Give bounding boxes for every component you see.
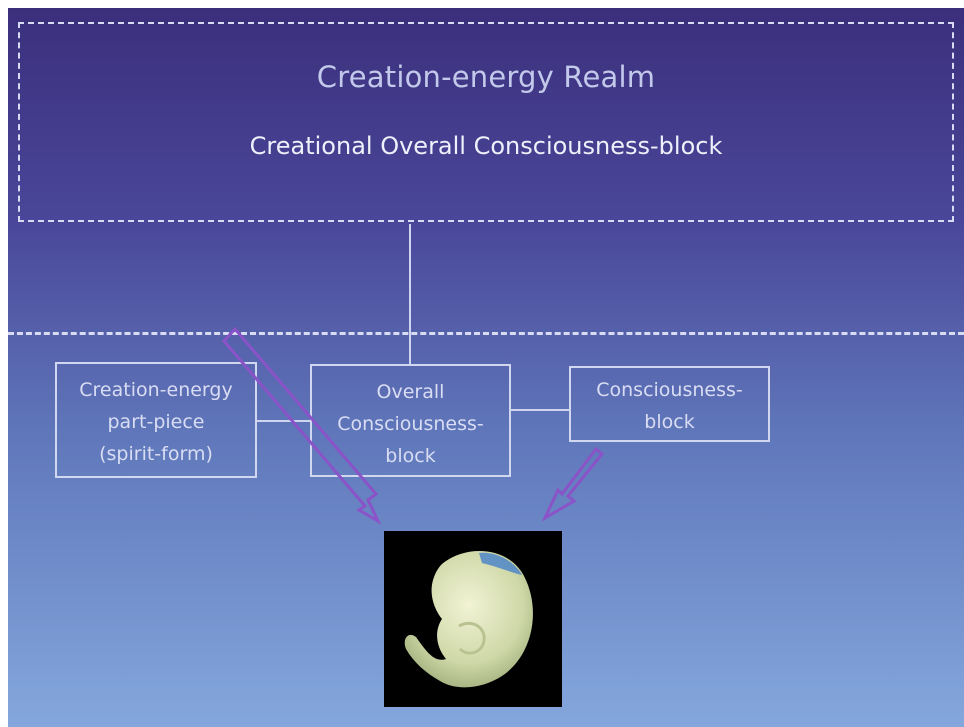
embryo-image <box>384 531 562 707</box>
box-right-line-1: Consciousness- <box>571 374 768 406</box>
box-left-line-3: (spirit-form) <box>57 438 255 470</box>
connector-mid-right <box>511 409 569 411</box>
realm-subtitle: Creational Overall Consciousness-block <box>8 132 964 160</box>
box-left-line-1: Creation-energy <box>57 374 255 406</box>
connector-left-mid <box>257 420 310 422</box>
box-mid-line-3: block <box>312 440 509 472</box>
creation-energy-realm-boundary <box>18 22 954 222</box>
realm-title: Creation-energy Realm <box>8 60 964 94</box>
box-left-line-2: part-piece <box>57 406 255 438</box>
diagram-slide: Creation-energy Realm Creational Overall… <box>8 8 964 727</box>
connector-vertical <box>409 224 411 366</box>
box-right-line-2: block <box>571 406 768 438</box>
consciousness-block-box: Consciousness- block <box>569 366 770 442</box>
box-mid-line-1: Overall <box>312 376 509 408</box>
creation-energy-part-piece-box: Creation-energy part-piece (spirit-form) <box>55 362 257 478</box>
arrow-right-to-embryo <box>545 449 602 518</box>
embryo-illustration <box>384 531 562 707</box>
realm-divider-line <box>8 332 964 335</box>
overall-consciousness-block-box: Overall Consciousness- block <box>310 364 511 477</box>
box-mid-line-2: Consciousness- <box>312 408 509 440</box>
